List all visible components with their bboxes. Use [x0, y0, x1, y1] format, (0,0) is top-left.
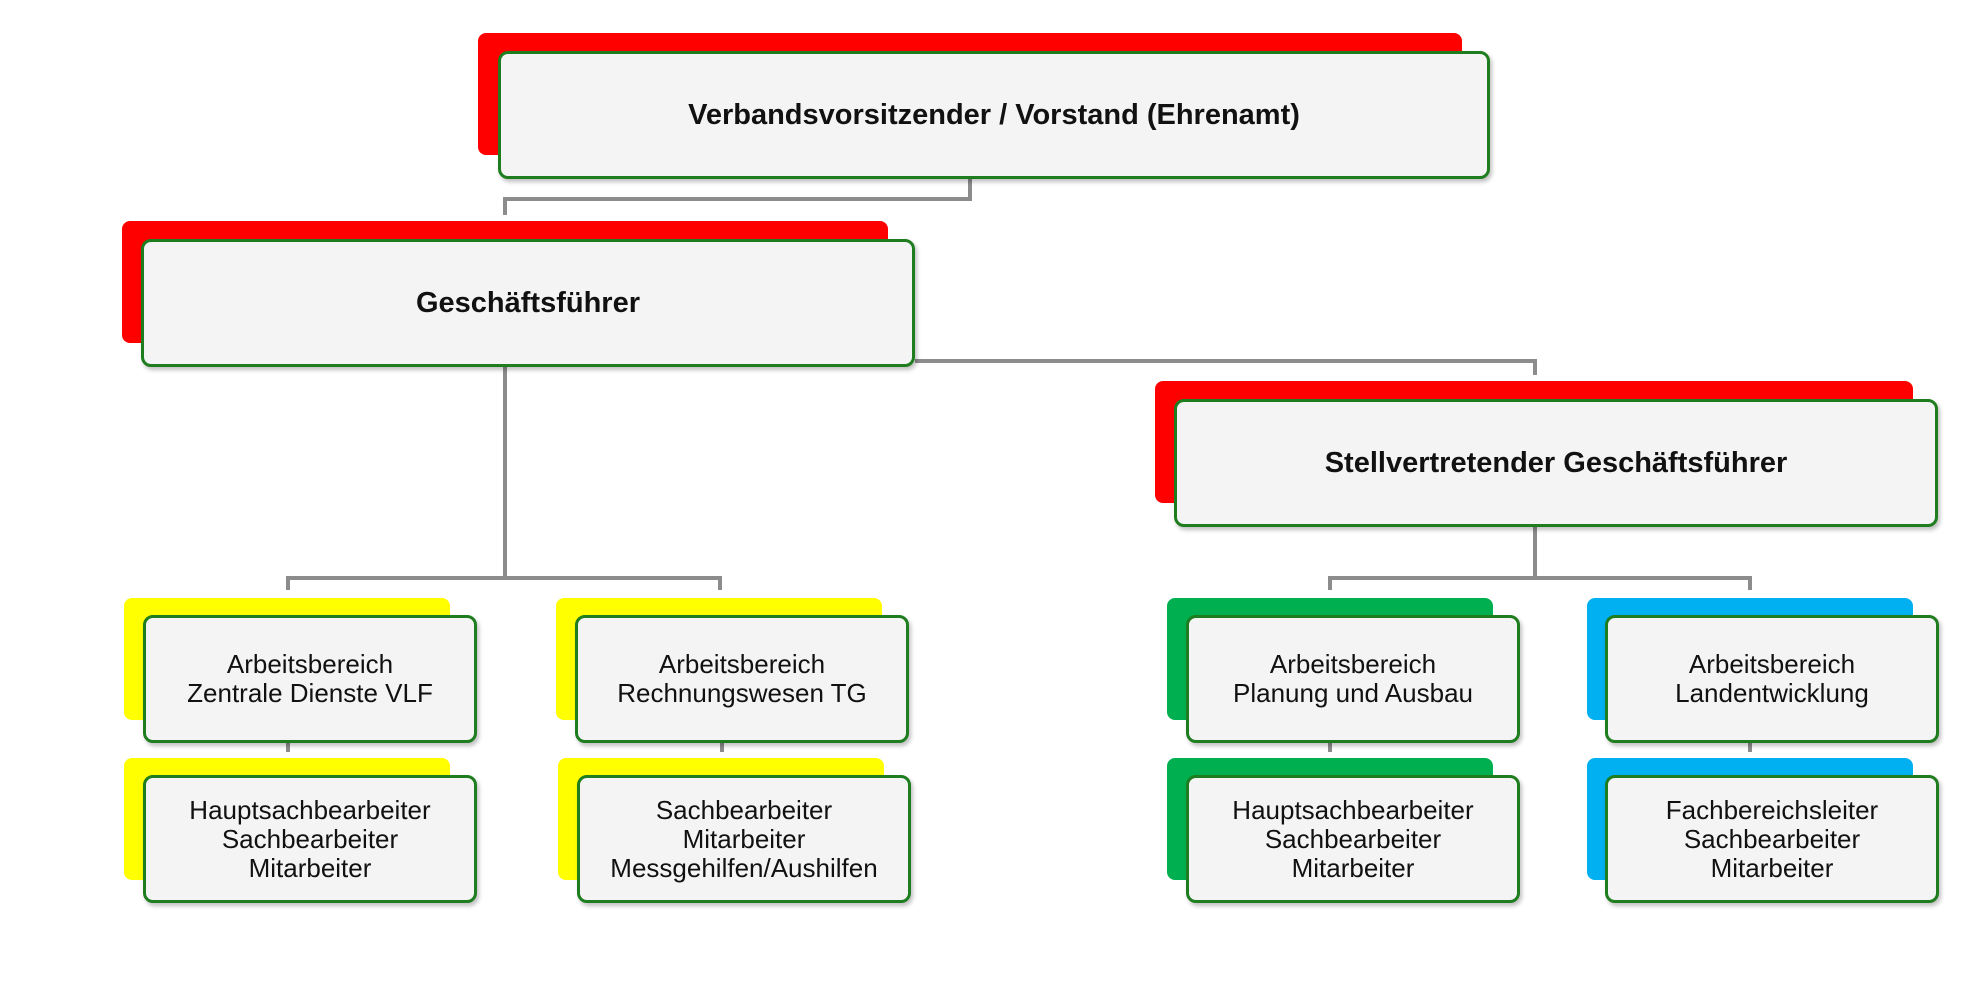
org-box-rechnungswesen: Arbeitsbereich Rechnungswesen TG	[575, 615, 909, 743]
planung-line-1: Arbeitsbereich	[1269, 649, 1437, 679]
org-box-planung: Arbeitsbereich Planung und Ausbau	[1186, 615, 1520, 743]
geschaeftsfuehrer-label: Geschäftsführer	[415, 286, 640, 319]
landentwicklung-line-2: Landentwicklung	[1675, 678, 1869, 708]
org-box-zentrale-dienste: Arbeitsbereich Zentrale Dienste VLF	[143, 615, 477, 743]
landentwicklung-staff-line-2: Sachbearbeiter	[1683, 823, 1861, 854]
rechnungswesen-staff-line-2: Mitarbeiter	[682, 823, 806, 854]
connector-line-4	[286, 576, 722, 590]
planung-line-2: Planung und Ausbau	[1233, 678, 1473, 708]
org-box-vorstand: Verbandsvorsitzender / Vorstand (Ehrenam…	[498, 51, 1490, 179]
landentwicklung-staff-line-1: Fachbereichsleiter	[1665, 794, 1879, 825]
org-box-stellvertreter: Stellvertretender Geschäftsführer	[1174, 399, 1938, 527]
zentrale-dienste-line-1: Arbeitsbereich	[226, 649, 394, 679]
rechnungswesen-line-1: Arbeitsbereich	[658, 649, 826, 679]
connector-line-2	[915, 359, 1537, 375]
org-box-rechnungswesen-staff: Sachbearbeiter Mitarbeiter Messgehilfen/…	[577, 775, 911, 903]
connector-line-1	[503, 179, 972, 215]
org-box-zentrale-dienste-staff: Hauptsachbearbeiter Sachbearbeiter Mitar…	[143, 775, 477, 903]
rechnungswesen-staff-line-1: Sachbearbeiter	[655, 794, 833, 825]
org-box-landentwicklung: Arbeitsbereich Landentwicklung	[1605, 615, 1939, 743]
zentrale-dienste-staff-line-2: Sachbearbeiter	[221, 823, 399, 854]
stellvertreter-label: Stellvertretender Geschäftsführer	[1324, 446, 1788, 479]
zentrale-dienste-staff-line-1: Hauptsachbearbeiter	[189, 794, 431, 825]
planung-staff-line-3: Mitarbeiter	[1291, 852, 1415, 883]
zentrale-dienste-staff-line-3: Mitarbeiter	[248, 852, 372, 883]
org-box-planung-staff: Hauptsachbearbeiter Sachbearbeiter Mitar…	[1186, 775, 1520, 903]
org-box-landentwicklung-staff: Fachbereichsleiter Sachbearbeiter Mitarb…	[1605, 775, 1939, 903]
planung-staff-line-1: Hauptsachbearbeiter	[1232, 794, 1474, 825]
rechnungswesen-staff-line-3: Messgehilfen/Aushilfen	[610, 852, 878, 883]
connector-line-6	[1328, 576, 1752, 590]
landentwicklung-line-1: Arbeitsbereich	[1688, 649, 1856, 679]
org-box-geschaeftsfuehrer: Geschäftsführer	[141, 239, 915, 367]
zentrale-dienste-line-2: Zentrale Dienste VLF	[187, 678, 433, 708]
vorstand-label: Verbandsvorsitzender / Vorstand (Ehrenam…	[688, 98, 1300, 131]
rechnungswesen-line-2: Rechnungswesen TG	[617, 678, 867, 708]
landentwicklung-staff-line-3: Mitarbeiter	[1710, 852, 1834, 883]
planung-staff-line-2: Sachbearbeiter	[1264, 823, 1442, 854]
